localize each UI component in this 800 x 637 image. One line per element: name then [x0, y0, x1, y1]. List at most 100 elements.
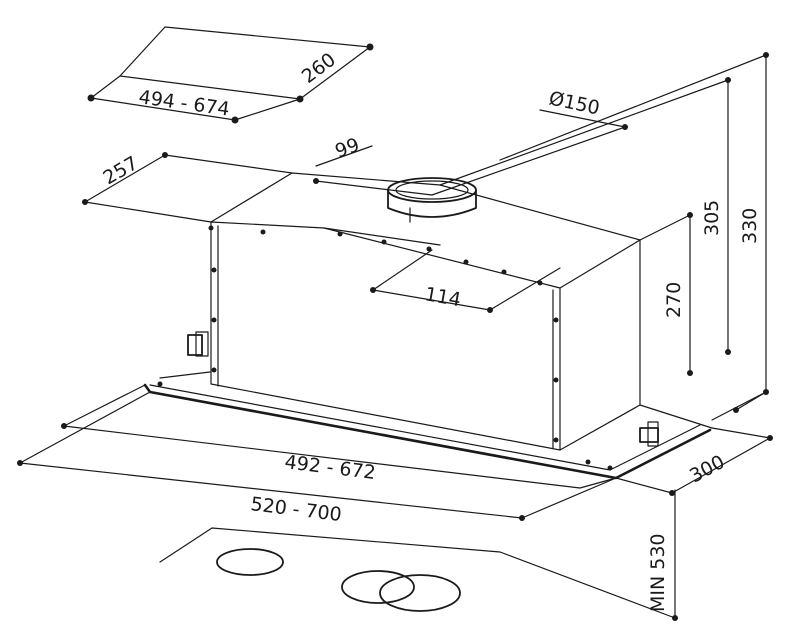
dim-line-99-leader: [315, 180, 433, 196]
total-height-label: 330: [739, 208, 761, 244]
bottom-frame: [143, 371, 713, 480]
dimension-dot: [763, 52, 769, 58]
dim-line-305-ext: [439, 79, 729, 186]
screw: [426, 246, 432, 252]
dim-line-520-700-ext: [19, 391, 151, 464]
dim-line-257-ext: [164, 154, 293, 174]
dim-line-99: [315, 145, 373, 167]
screw: [211, 317, 217, 323]
dimension-dot: [687, 212, 693, 218]
dim-line-330-ext: [711, 391, 767, 421]
top-surface-edge: [210, 172, 641, 241]
frame-clip-plate: [647, 421, 659, 447]
frame-depth-label: 300: [686, 451, 728, 487]
dimension-dot: [17, 460, 23, 466]
total-height-inner-label: 305: [701, 200, 723, 236]
dimension-dot: [296, 95, 304, 103]
cutout-panel: 494 - 674 260: [87, 26, 374, 124]
dim-line-300-ext: [711, 427, 771, 439]
collar-body: [387, 189, 477, 218]
cooktop: [159, 527, 676, 619]
dim-line-300-ext: [615, 477, 673, 494]
screw: [463, 259, 469, 265]
screw: [607, 465, 613, 471]
right-top-edge: [559, 239, 641, 289]
burner-ring: [379, 574, 461, 612]
cutout-dimension-lines: [90, 75, 301, 121]
cooktop-right-edge: [499, 551, 676, 619]
duct-center-label: 114: [423, 283, 463, 311]
dimension-dot: [87, 94, 95, 102]
screw: [501, 269, 507, 275]
screw: [553, 377, 559, 383]
cutout-depth-label: 260: [298, 49, 340, 88]
dimension-lines: Ø150 99 257 114 270 305: [17, 52, 773, 621]
dimension-dot: [669, 490, 675, 496]
screw: [260, 229, 266, 235]
dimension-dot: [725, 349, 731, 355]
dim-line-270-ext: [639, 214, 691, 241]
screw: [211, 267, 217, 273]
frame-inner-edge: [149, 384, 701, 471]
body-width-label: 492 - 672: [283, 451, 376, 484]
dimension-dot: [231, 116, 239, 124]
frame-right-back: [639, 404, 713, 429]
dim-line-114-ext: [372, 249, 433, 291]
side-clip: [187, 334, 203, 356]
dim-line-520-700-ext: [521, 477, 617, 519]
duct-diameter-label: Ø150: [547, 87, 602, 119]
front-depth-label: 257: [100, 152, 142, 189]
dimension-dot: [725, 77, 731, 83]
screw: [157, 381, 163, 387]
min-clearance-label: MIN 530: [647, 533, 669, 612]
cooktop-back-edge: [159, 527, 501, 563]
screw: [381, 239, 387, 245]
dimension-dot: [519, 515, 525, 521]
dim-line-492-672-ext: [63, 384, 146, 427]
screw: [537, 280, 543, 286]
dim-line-150-leader: [431, 126, 626, 196]
screw: [208, 225, 214, 231]
inner-height-label: 270: [663, 282, 685, 318]
dim-line-492-672: [63, 425, 581, 489]
dim-line-300: [671, 437, 771, 494]
frame-left-back: [159, 371, 211, 379]
dim-line-330-ext: [499, 54, 767, 161]
burner-ring: [216, 548, 284, 576]
screw: [553, 437, 559, 443]
frame-clip: [639, 427, 659, 443]
screw: [585, 459, 591, 465]
burner-ring: [341, 570, 415, 604]
right-side-face: [559, 239, 641, 451]
dimension-dot: [487, 307, 493, 313]
dimension-dot: [82, 199, 88, 205]
dim-line-492-672-ext: [579, 477, 617, 489]
dimension-dot: [162, 152, 168, 158]
dim-line-520-700: [19, 462, 523, 519]
screw: [553, 317, 559, 323]
dimension-dot: [767, 435, 773, 441]
dim-line-257-ext: [84, 201, 212, 223]
dim-line-114: [372, 289, 491, 311]
screw: [211, 367, 217, 373]
frame-width-label: 520 - 700: [249, 493, 342, 526]
dimension-dot: [687, 370, 693, 376]
dimension-dot: [733, 407, 739, 413]
cutout-width-label: 494 - 674: [137, 86, 231, 121]
collar-inner-rim: [395, 180, 469, 200]
screw: [337, 231, 343, 237]
dimension-dot: [61, 423, 67, 429]
front-face: [210, 221, 561, 451]
frame-front-edge: [143, 383, 712, 480]
dimension-dot: [366, 43, 374, 51]
dimension-dot: [370, 287, 376, 293]
dim-line-257: [84, 154, 166, 203]
dim-line-330-base: [735, 391, 767, 411]
side-clip-plate: [195, 331, 209, 357]
top-surface-ridge: [323, 227, 441, 246]
dim-line-114-ext: [489, 267, 561, 311]
dimension-dot: [313, 178, 319, 184]
dim-line-150: [539, 109, 626, 128]
